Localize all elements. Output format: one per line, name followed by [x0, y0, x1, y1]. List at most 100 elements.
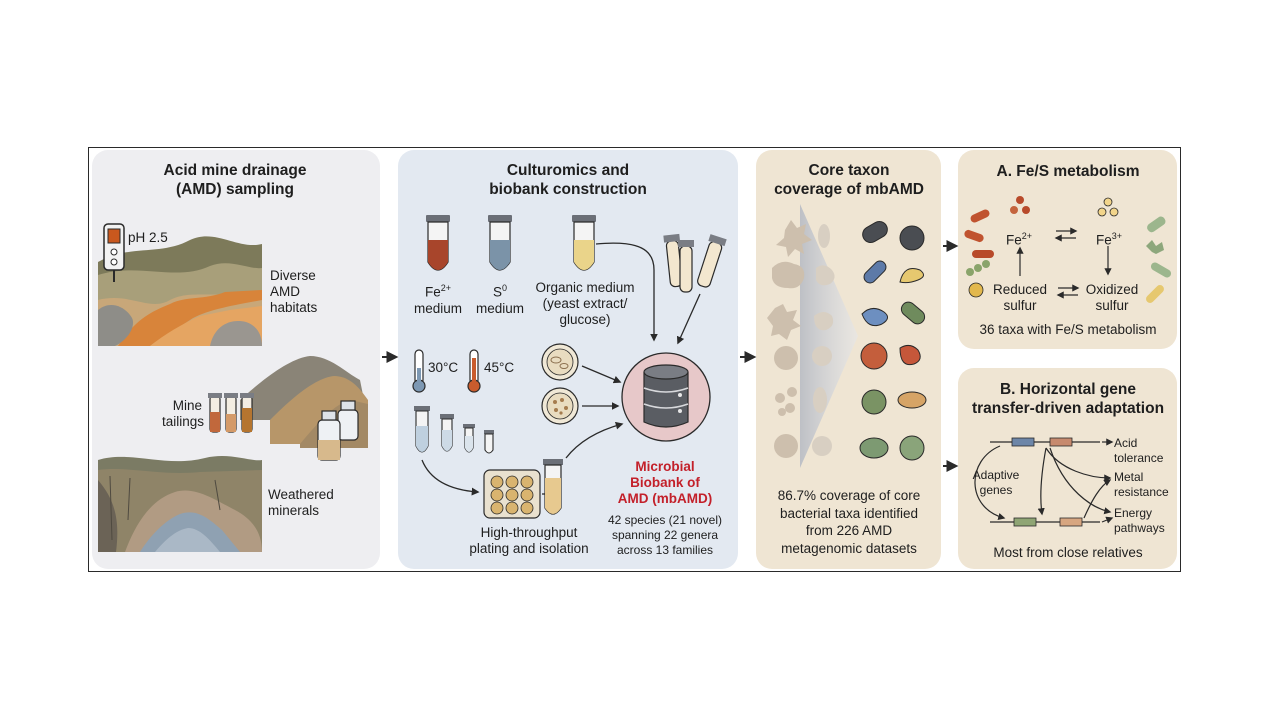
s-medium-tube-icon — [488, 215, 512, 271]
habitats-line2: AMD — [270, 284, 300, 299]
fe3-sup: 3+ — [1111, 231, 1123, 241]
fe-oxidizer-microbes — [964, 209, 994, 276]
reduced-sulfur-label: Reduced sulfur — [988, 282, 1052, 314]
tailings-label: Mine tailings — [162, 398, 205, 430]
arrow-organic-to-biobank — [595, 242, 658, 342]
arrow-gene-transfer — [974, 445, 1006, 521]
coverage-title-line2: coverage of mbAMD — [774, 181, 924, 198]
organic-line3: glucose) — [559, 312, 611, 327]
biobank-line3: AMD (mbAMD) — [617, 491, 713, 506]
ph-label: pH 2.5 — [128, 230, 168, 245]
metal-line2: resistance — [1114, 485, 1169, 499]
arrow-recipient-metal — [1083, 479, 1112, 519]
habitats-line1: Diverse — [270, 268, 316, 283]
sample-bottles-icon — [317, 400, 359, 461]
acid-line2: tolerance — [1114, 451, 1164, 465]
organic-medium-tube-icon — [572, 215, 596, 271]
fe-medium-sup: 2+ — [440, 283, 452, 293]
biobank-label: Microbial Biobank of AMD (mbAMD) — [600, 459, 730, 507]
stats-line1: 42 species (21 novel) — [607, 513, 723, 527]
culture-tubes-icon — [663, 233, 727, 293]
tailings-line2: tailings — [162, 414, 205, 429]
mbamd-taxa-column — [859, 221, 927, 461]
panel-hgt-adaptation — [958, 368, 1177, 569]
ph-meter-icon — [103, 223, 125, 282]
s-medium-label: S0 medium — [470, 280, 530, 317]
oxidized-sulfur-label: Oxidized sulfur — [1080, 282, 1144, 314]
panel-fes-metabolism — [958, 150, 1177, 349]
coverage-title: Core taxon coverage of mbAMD — [768, 161, 930, 199]
tailings-line1: Mine — [172, 398, 202, 413]
fe3-symbol: Fe — [1096, 232, 1112, 248]
fes-summary: 36 taxa with Fe/S metabolism — [979, 322, 1157, 337]
acid-line1: Acid — [1114, 436, 1138, 450]
hgt-title-line2: transfer-driven adaptation — [971, 400, 1165, 417]
fe-medium-word: medium — [413, 300, 462, 316]
minerals-line2: minerals — [268, 503, 320, 518]
stats-line3: across 13 families — [616, 543, 714, 557]
s-medium-word: medium — [475, 300, 524, 316]
temp-high-label: 45°C — [484, 360, 515, 375]
biobank-database-icon — [621, 352, 711, 442]
biobank-line1: Microbial — [635, 459, 695, 474]
coverage-title-line1: Core taxon — [808, 162, 890, 179]
faded-taxa-column-right — [812, 224, 835, 456]
coverage-desc-line2: bacterial taxa identified — [779, 505, 919, 521]
habitats-line3: habitats — [270, 300, 318, 315]
minerals-label: Weathered minerals — [268, 487, 334, 519]
minerals-line1: Weathered — [268, 487, 334, 502]
fe-medium-label: Fe2+ medium — [408, 280, 468, 317]
donor-genome-icon — [990, 437, 1100, 447]
coverage-desc-line1: 86.7% coverage of core — [777, 488, 921, 503]
faded-taxa-column — [767, 220, 812, 458]
fe2-sup: 2+ — [1021, 231, 1033, 241]
plating-label: High-throughput plating and isolation — [454, 525, 604, 557]
sulfur-microbes — [968, 216, 1172, 303]
coverage-desc-line3: from 226 AMD — [805, 523, 893, 538]
coverage-description: 86.7% coverage of core bacterial taxa id… — [760, 487, 938, 557]
acid-tolerance-label: Acid tolerance — [1114, 436, 1163, 466]
fe2-label: Fe2+ — [1006, 228, 1032, 249]
culturomics-title-line1: Culturomics and — [506, 162, 630, 179]
metal-resistance-label: Metal resistance — [1114, 470, 1169, 500]
recipient-genome-icon — [990, 517, 1100, 527]
stats-line2: spanning 22 genera — [611, 528, 719, 542]
adaptive-genes-label: Adaptive genes — [966, 468, 1026, 498]
plating-line1: High-throughput — [480, 525, 578, 540]
fe-medium-symbol: Fe — [424, 284, 441, 300]
arrow-metal-resistance — [1045, 447, 1112, 482]
dilution-tubes-icon — [414, 406, 494, 454]
weathered-minerals-landscape — [98, 456, 262, 552]
petri-dish-colonies-icon — [541, 387, 579, 425]
sample-tubes-icon — [208, 393, 254, 433]
hgt-summary: Most from close relatives — [993, 545, 1143, 560]
arrow-isolate-to-biobank — [565, 421, 624, 459]
culturomics-title: Culturomics and biobank construction — [468, 161, 668, 199]
adaptive-line2: genes — [979, 483, 1013, 497]
oxidized-line1: Oxidized — [1085, 282, 1139, 297]
culturomics-title-line2: biobank construction — [489, 181, 647, 198]
isolate-tube-icon — [543, 459, 563, 515]
biobank-stats: 42 species (21 novel) spanning 22 genera… — [596, 513, 734, 558]
thermometer-30-icon — [412, 349, 426, 393]
organic-medium-label: Organic medium (yeast extract/ glucose) — [530, 280, 640, 328]
reduced-line1: Reduced — [992, 282, 1048, 297]
iron-oxidized-particles-icon — [1097, 197, 1119, 217]
biobank-line2: Biobank of — [630, 475, 700, 490]
temp-low-label: 30°C — [428, 360, 459, 375]
fes-title: A. Fe/S metabolism — [996, 163, 1140, 180]
plating-line2: plating and isolation — [469, 541, 589, 556]
arrow-dilution-to-plate — [421, 459, 480, 496]
multiwell-plate-icon — [483, 469, 541, 519]
coverage-desc-line4: metagenomic datasets — [781, 540, 917, 556]
arrow-energy-pathways — [1049, 447, 1112, 515]
iron-particles-icon — [1010, 196, 1030, 214]
sampling-title-line1: Acid mine drainage — [163, 162, 307, 179]
oxidized-line2: sulfur — [1095, 298, 1129, 313]
arrow-tubes-to-biobank — [676, 293, 701, 345]
metal-line1: Metal — [1114, 470, 1144, 484]
hgt-title: B. Horizontal gene transfer-driven adapt… — [960, 380, 1176, 418]
energy-pathways-label: Energy pathways — [1114, 506, 1165, 536]
energy-line2: pathways — [1114, 521, 1165, 535]
